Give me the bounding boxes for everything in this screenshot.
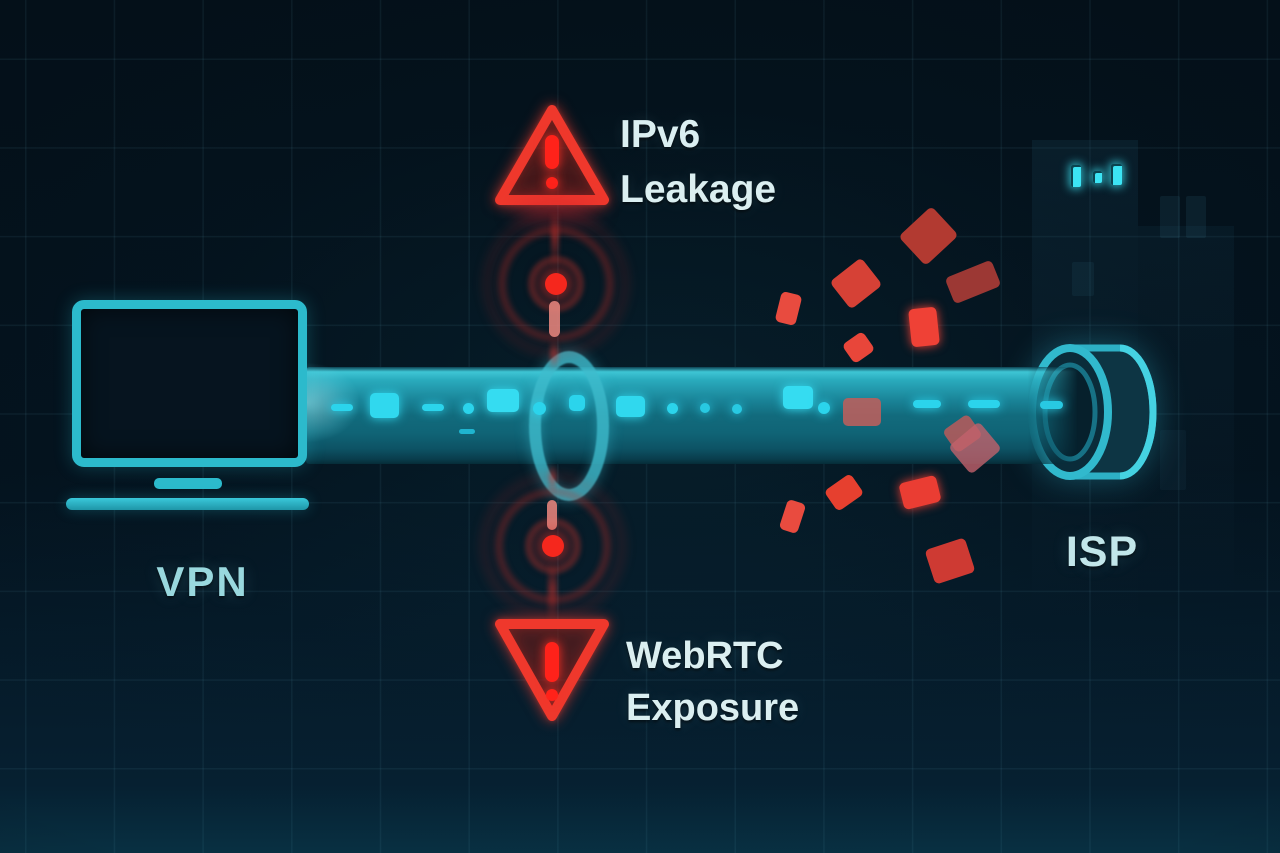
vignette-overlay xyxy=(0,0,1280,853)
vpn-leak-diagram: VPN ISP IPv6 Leakage xyxy=(0,0,1280,853)
